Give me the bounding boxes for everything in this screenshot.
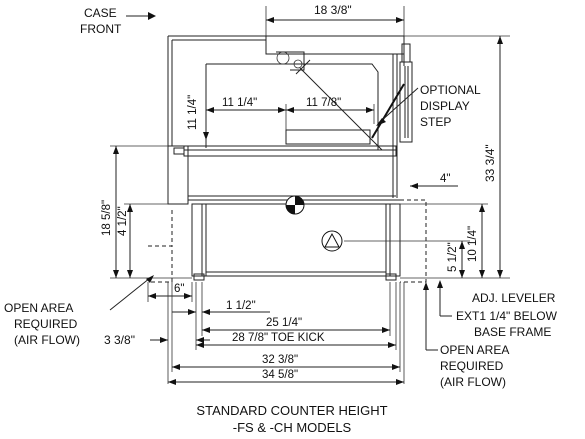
dimension-33-3-4-label: 33 3/4" <box>483 144 497 182</box>
dimension-11-7-8-label: 11 7/8" <box>306 97 341 109</box>
case-front-label-line1: CASE <box>84 6 117 20</box>
dimension-5-1-2 <box>344 240 470 278</box>
optional-step-leader <box>376 87 419 126</box>
optional-step-label-3: STEP <box>420 115 451 129</box>
center-of-gravity-icon <box>285 195 305 215</box>
caption-line-2: -FS & -CH MODELS <box>233 420 352 435</box>
case-front-label-line2: FRONT <box>80 22 122 36</box>
dimension-horizontal-step <box>206 104 375 130</box>
open-area-right-leader <box>423 282 438 351</box>
dimension-28-7-8 <box>196 342 396 348</box>
dimension-34-5-8-label: 34 5/8" <box>262 369 298 381</box>
open-area-right-label-3: (AIR FLOW) <box>440 375 506 389</box>
open-area-left-dashed <box>148 210 173 283</box>
dimension-top-width <box>265 6 405 40</box>
optional-step-label-1: OPTIONAL <box>420 83 481 97</box>
dimension-4-1-2-label: 4 1/2" <box>117 206 129 236</box>
dimension-32-3-8 <box>172 364 400 370</box>
case-outline <box>167 35 413 281</box>
drain-triangle-icon <box>321 230 343 252</box>
dimension-4-label: 4" <box>440 173 450 185</box>
open-area-left-label-2: REQUIRED <box>14 317 78 331</box>
dimension-11-1-4-vertical <box>203 84 209 140</box>
dimension-25-1-4-label: 25 1/4" <box>266 317 302 329</box>
dimension-6 <box>147 282 193 302</box>
dimension-25-1-4 <box>202 327 390 333</box>
bottom-extension-lines <box>167 282 405 384</box>
dimension-10-1-4 <box>396 203 488 278</box>
dimension-33-3-4 <box>400 35 510 279</box>
dimension-6-label: 6" <box>174 283 184 295</box>
dimension-4 <box>410 183 458 189</box>
dimension-18-5-8-label: 18 5/8" <box>101 200 113 236</box>
open-area-right-label-1: OPEN AREA <box>440 343 509 357</box>
dimension-top-width-label: 18 3/8" <box>314 3 352 17</box>
open-area-right-label-2: REQUIRED <box>440 359 504 373</box>
dimension-3-3-8-label: 3 3/8" <box>104 333 135 347</box>
dimension-5-1-2-label: 5 1/2" <box>447 242 459 272</box>
dimension-11-1-4-vertical-label: 11 1/4" <box>187 95 199 130</box>
open-area-left-label-3: (AIR FLOW) <box>14 333 80 347</box>
leveler-label-2: EXT1 1/4" BELOW <box>456 309 558 323</box>
dimension-4-1-2 <box>124 203 168 278</box>
open-area-left-label-1: OPEN AREA <box>4 301 73 315</box>
case-front-arrow-icon <box>126 12 156 20</box>
open-area-left-leader <box>109 275 154 311</box>
dimension-10-1-4-label: 10 1/4" <box>467 226 479 262</box>
dimension-1-1-2-label: 1 1/2" <box>226 300 256 312</box>
dimension-34-5-8 <box>168 379 404 385</box>
leveler-label-1: ADJ. LEVELER <box>472 291 556 305</box>
caption-line-1: STANDARD COUNTER HEIGHT <box>196 403 387 418</box>
dimension-28-7-8-label: 28 7/8" TOE KICK <box>232 332 325 344</box>
dimension-11-1-4-horizontal-label: 11 1/4" <box>222 97 257 109</box>
leveler-label-3: BASE FRAME <box>474 325 551 339</box>
leveler-leader <box>437 280 452 317</box>
dimension-3-3-8 <box>150 337 210 343</box>
optional-step-label-2: DISPLAY <box>420 99 470 113</box>
dimension-32-3-8-label: 32 3/8" <box>262 354 298 366</box>
dimension-1-1-2 <box>172 309 270 315</box>
